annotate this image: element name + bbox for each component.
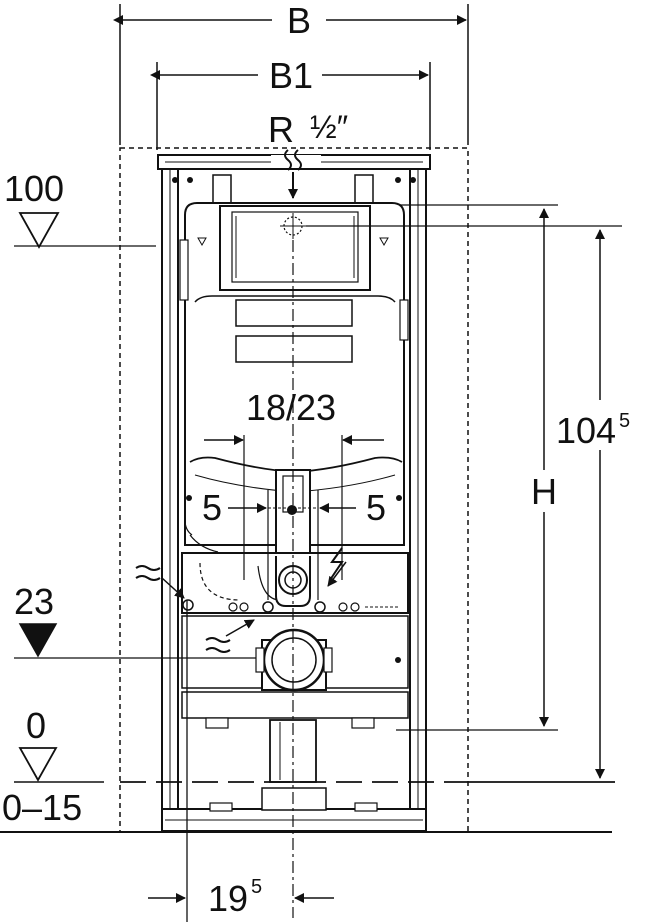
dimension-19-5: 19 5	[148, 600, 334, 922]
range-0-15-label: 0–15	[2, 787, 82, 828]
height-104-superscript: 5	[619, 410, 630, 432]
water-supply-pipe	[271, 149, 321, 239]
dimension-104-5: 104 5	[306, 225, 630, 779]
mounting-frame	[157, 154, 431, 832]
cistern	[179, 202, 409, 557]
offset-left-label: 5	[202, 487, 222, 528]
floor-lines	[0, 781, 615, 833]
dimension-h-label: H	[531, 471, 557, 512]
water-inlet-left-icon	[135, 565, 185, 599]
spacing-18-23-label: 18/23	[246, 387, 336, 428]
offset-right-label: 5	[366, 487, 386, 528]
level-0-label: 0	[26, 705, 46, 746]
dimension-5-offsets: 5 5	[202, 487, 386, 600]
level-marker-100: 100	[4, 168, 156, 249]
thread-fraction-label: ½″	[310, 109, 348, 145]
height-104-label: 104	[556, 410, 616, 451]
dimension-b-label: B	[287, 0, 311, 41]
water-outlet-icon	[205, 619, 255, 653]
dimension-b1: B1	[150, 55, 431, 150]
level-23-label: 23	[14, 581, 54, 622]
width-19-superscript: 5	[251, 876, 262, 898]
level-marker-0: 0 0–15	[2, 705, 104, 828]
lower-section	[181, 552, 409, 783]
water-supply-label: R ½″	[268, 109, 348, 150]
dimension-h: H	[396, 204, 558, 731]
level-100-label: 100	[4, 168, 64, 209]
electric-connection-icon	[327, 547, 347, 587]
width-19-label: 19	[208, 878, 248, 919]
dimension-b: B	[113, 0, 469, 145]
level-marker-23: 23	[14, 581, 256, 659]
inspection-opening	[219, 205, 371, 291]
dimension-b1-label: B1	[269, 55, 313, 96]
thread-r-label: R	[268, 109, 294, 150]
